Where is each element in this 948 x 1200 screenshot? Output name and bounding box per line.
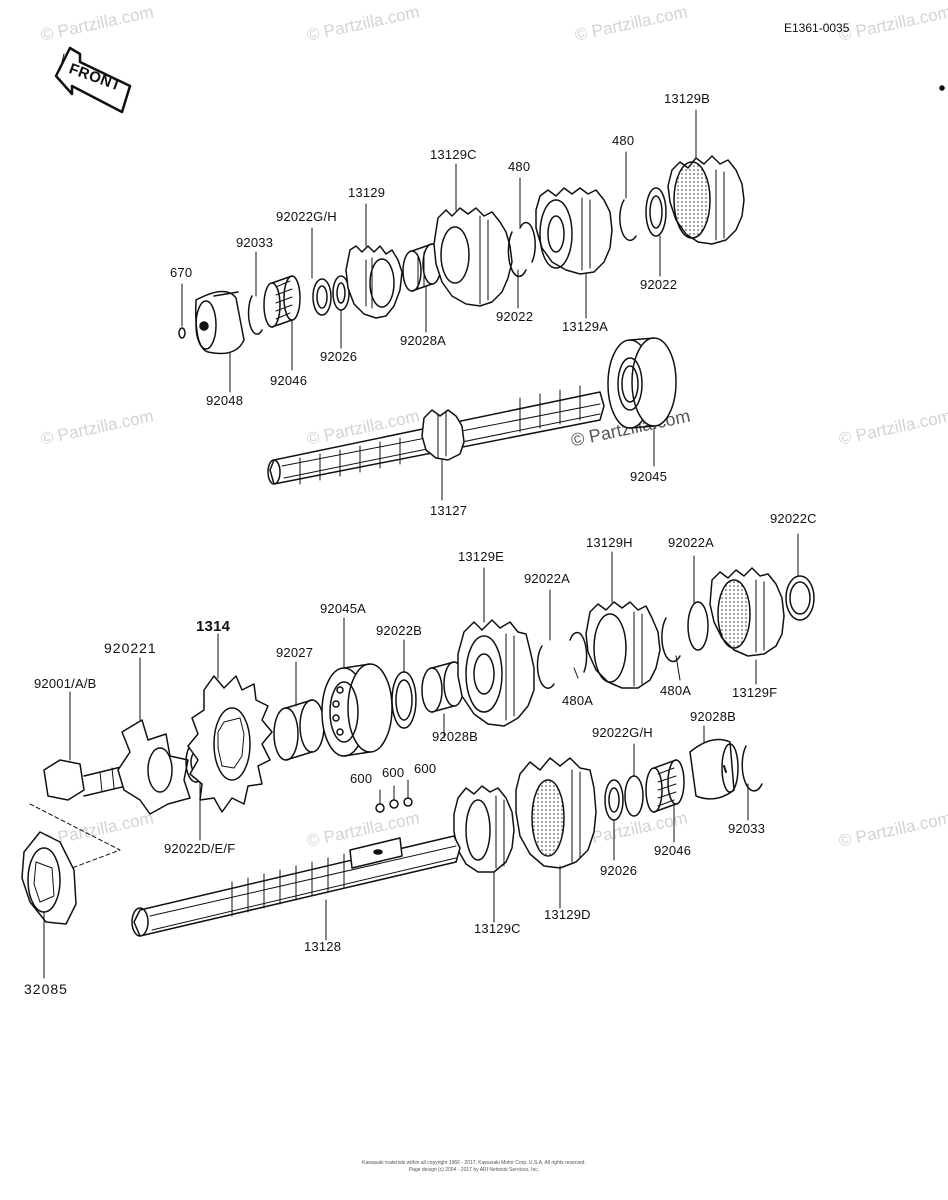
ball-bearing-92045a [321,663,393,757]
label-670: 670 [170,265,193,280]
label-92026: 92026 [320,349,358,364]
label-92022: 92022 [496,309,534,324]
label-92022gh: 92022G/H [276,209,337,224]
label-13129f: 13129F [732,685,778,700]
label-92001ab: 92001/A/B [34,676,97,691]
label-92026: 92026 [600,863,638,878]
label-92022: 92022 [640,277,678,292]
ball-600-2 [389,799,399,809]
gear-13129e [457,619,535,727]
label-480a: 480A [562,693,594,708]
washer-92022-mid [519,221,536,263]
label-920221: 920221 [104,640,157,656]
shaft-13128 [131,835,461,937]
label-32085: 32085 [24,981,68,997]
collar-92027 [273,699,325,761]
label-480: 480 [612,133,635,148]
label-92022a: 92022A [668,535,715,550]
label-92046: 92046 [654,843,692,858]
sprocket-1314 [187,675,273,813]
gear-13129c-upper [433,207,513,307]
label-13129a: 13129A [562,319,609,334]
gear-13129a [535,187,613,275]
gear-13129h [585,601,661,689]
label-600: 600 [350,771,373,786]
circlip-480a-2 [661,617,681,663]
washer-92022a-top [687,601,709,651]
footer-page-design: Page design (c) 2004 - 2017 by ARI Netwo… [408,1167,540,1173]
ball-600-1 [375,803,385,813]
label-92022b: 92022B [376,623,423,638]
label-92028b: 92028B [690,709,737,724]
label-600: 600 [414,761,437,776]
o-ring-670 [178,327,186,339]
washer-92022-right [645,187,667,237]
lock-washer-920221 [117,719,191,815]
label-13129c: 13129C [430,147,477,162]
label-13129h: 13129H [586,535,633,550]
label-1314: 1314 [196,618,231,635]
label-92022def: 92022D/E/F [164,841,236,856]
label-13128: 13128 [304,939,342,954]
label-92046: 92046 [270,373,308,388]
bush-92028b [689,738,739,800]
gear-13129c-lower [453,785,515,873]
label-600: 600 [382,765,405,780]
label-92022gh: 92022G/H [592,725,653,740]
label-480a: 480A [660,683,692,698]
circlip-92033-low [741,745,763,792]
label-92048: 92048 [206,393,244,408]
needle-bearing-92046 [263,275,301,328]
shaft-13127 [267,385,605,485]
label-13129d: 13129D [544,907,591,922]
label-92033: 92033 [728,821,766,836]
dot-mark [939,85,945,91]
label-92022a: 92022A [524,571,571,586]
label-13129: 13129 [348,185,386,200]
label-480: 480 [508,159,531,174]
label-92027: 92027 [276,645,314,660]
label-92022c: 92022C [770,511,817,526]
needle-bearing-92046-low [645,759,685,813]
washer-92022gh-low [624,775,644,817]
ball-600-3 [403,797,413,807]
label-92045a: 92045A [320,601,367,616]
circlip-480a-1 [569,631,588,673]
cap-92048 [195,290,245,355]
washer-92022gh [312,278,332,316]
cover-32085 [21,831,77,925]
label-13127: 13127 [430,503,468,518]
gear-13129d [515,757,597,869]
front-arrow-icon [54,46,132,114]
gear-13129f [709,567,785,657]
gear-13129b [667,155,745,245]
label-13129b: 13129B [664,91,711,106]
label-92028a: 92028A [400,333,447,348]
circlip-480-a [507,231,527,278]
washer-92022c [785,575,815,621]
diagram-id: E1361-0035 [784,21,850,35]
label-92033: 92033 [236,235,274,250]
footer-copyright: Kawasaki materials within all copyright … [362,1160,586,1166]
circlip-480-b [619,199,637,242]
label-13129e: 13129E [458,549,505,564]
label-92045: 92045 [630,469,668,484]
washer-92026-low [604,779,624,821]
label-92028b: 92028B [432,729,479,744]
circlip-92033 [247,295,263,335]
gear-13129 [345,245,403,319]
ball-bearing-92045 [607,337,677,429]
label-13129c: 13129C [474,921,521,936]
circlip-92022a-mid [536,645,555,689]
